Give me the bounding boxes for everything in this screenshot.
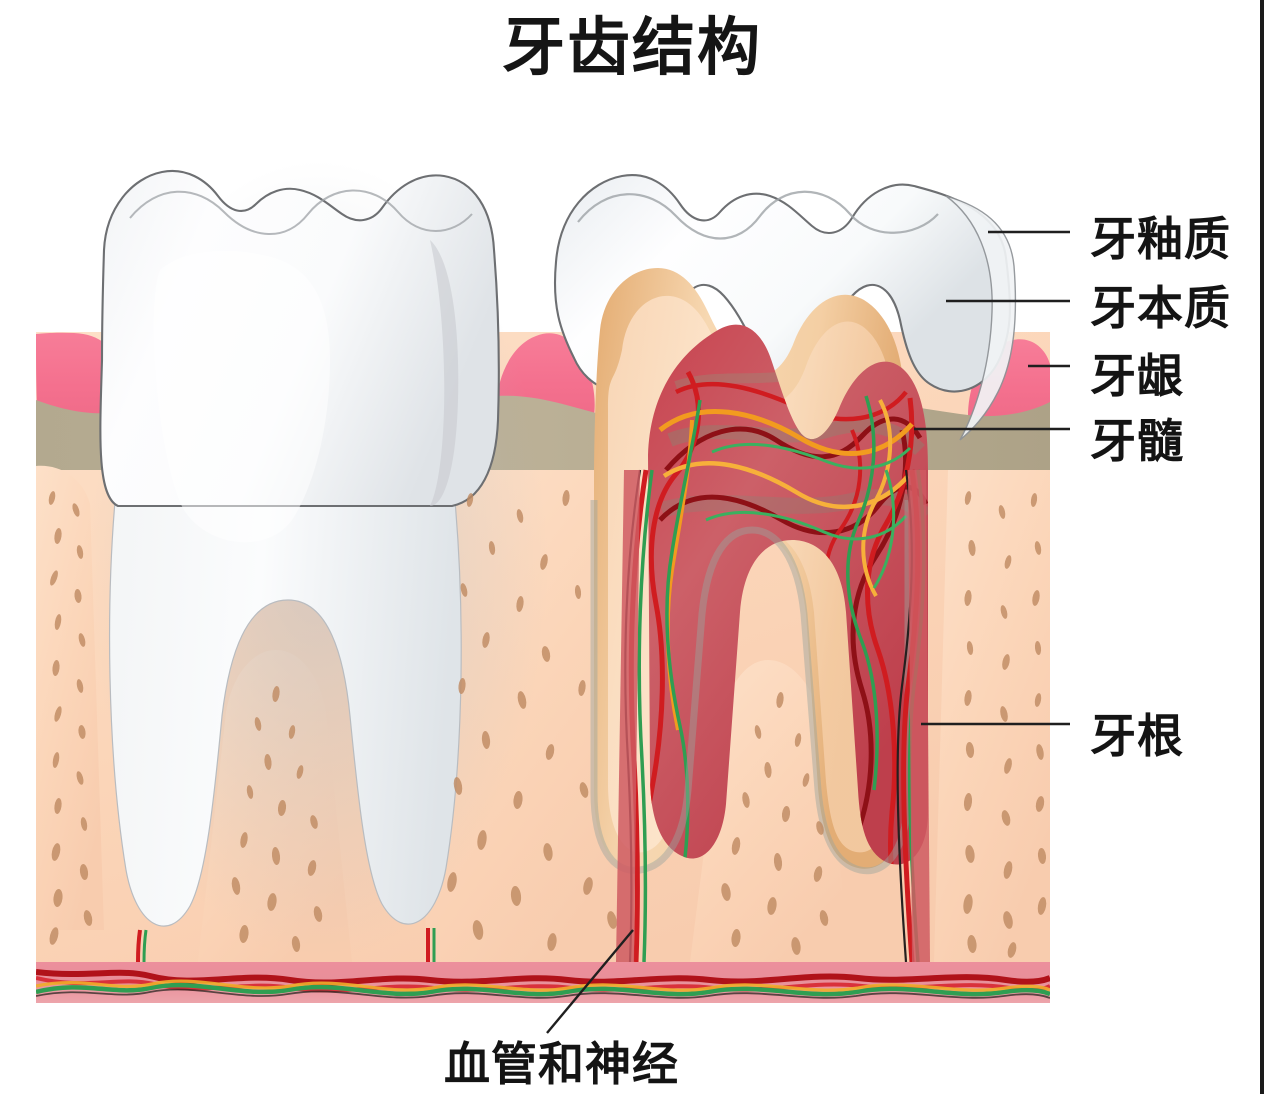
trabeculae-septum-left [231, 686, 323, 952]
pulp-group [648, 324, 928, 865]
root-sheath-left [590, 500, 912, 875]
left-tooth-highlight [153, 250, 330, 543]
right-tooth-section [553, 174, 1017, 875]
main-nerve-orange [36, 979, 1050, 992]
nerve-green [872, 469, 896, 589]
periodontal-sliver-right [908, 470, 930, 962]
root-canal-vessels [616, 469, 930, 963]
main-nerve-dark [36, 988, 1050, 999]
left-root-canal-vessels [136, 928, 436, 963]
nerve-green [665, 399, 702, 865]
nerve-green [846, 395, 879, 791]
left-tooth-cusp-ridge [129, 189, 473, 235]
label-vessels-and-nerves: 血管和神经 [444, 1038, 679, 1090]
label-root: 牙根 [1090, 710, 1184, 762]
bone-column-right [934, 470, 1050, 962]
label-gingiva: 牙龈 [1090, 350, 1184, 402]
left-tooth [88, 160, 548, 960]
label-dentin: 牙本质 [1090, 282, 1231, 334]
left-tooth-side-shadow [430, 240, 459, 506]
trabeculae-right-column [963, 491, 1047, 958]
bone-trabeculae [48, 490, 1047, 958]
label-enamel: 牙釉质 [1090, 213, 1231, 265]
trabeculae-septum-right [721, 692, 829, 955]
enamel-cusp-outline [577, 190, 939, 240]
canal-vessel-green-left [637, 469, 654, 963]
pulp-vessel-network [648, 367, 928, 865]
trabeculae-septum-center [447, 490, 617, 951]
canal-vessel-green-left-tooth [142, 929, 148, 963]
leader-lines [546, 230, 1070, 1034]
vessel-red [865, 397, 915, 865]
nerve-orange [861, 399, 893, 597]
periodontal-sliver-left [616, 470, 640, 962]
leader-vessels-nerves [546, 929, 634, 1034]
main-nerve-green [36, 982, 1050, 997]
label-pulp: 牙髓 [1090, 415, 1184, 467]
nerve-green [705, 510, 908, 541]
canal-vessel-red-left-tooth [136, 929, 142, 963]
right-edge-border [1260, 0, 1264, 1094]
trabeculae-left-column [48, 491, 93, 945]
enamel-outer-profile [945, 195, 1017, 441]
nerve-green [711, 442, 912, 470]
basal-vessel-band [36, 962, 1050, 1003]
left-tooth-roots [109, 469, 462, 927]
page-title: 牙齿结构 [502, 13, 762, 83]
